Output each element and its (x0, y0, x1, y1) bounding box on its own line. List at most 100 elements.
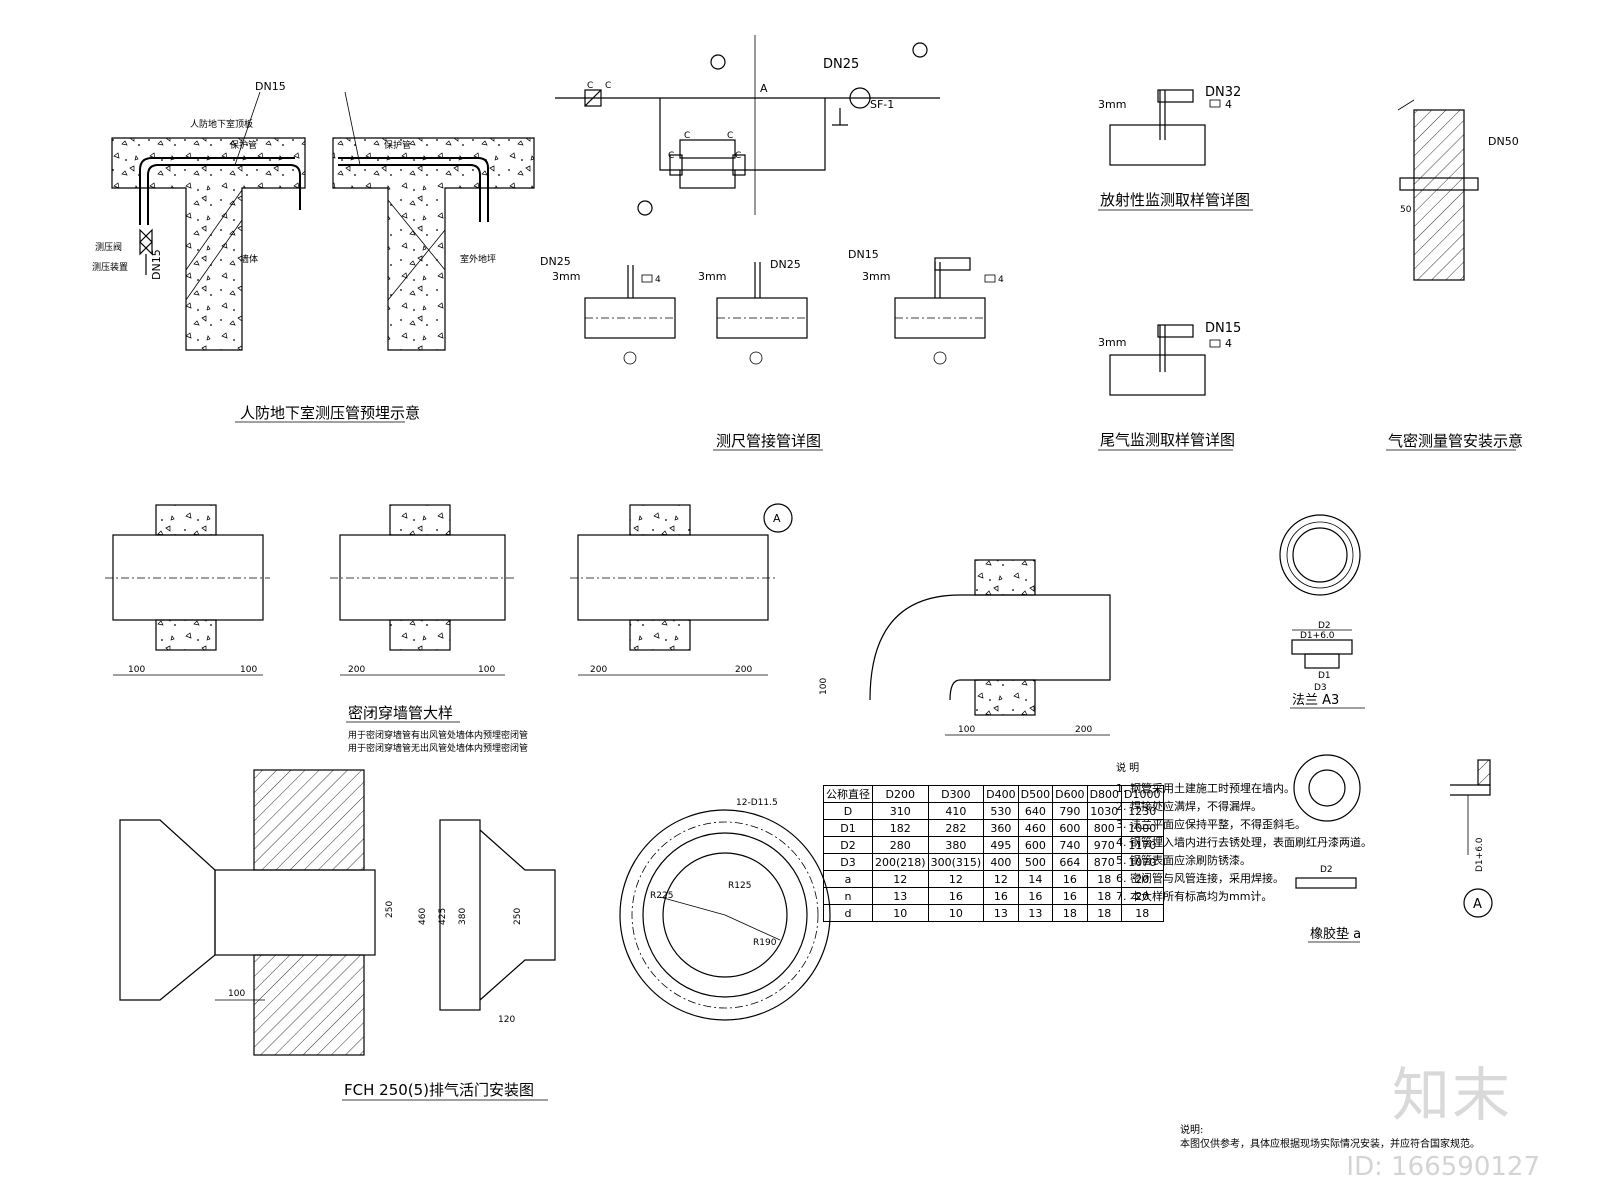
table-cell: 12 (927, 870, 985, 888)
table-cell: D2 (823, 836, 873, 854)
table-cell: 380 (927, 836, 985, 854)
table-cell: d (823, 904, 873, 922)
dim-425: 425 (438, 908, 448, 925)
note-item: 6. 密闭管与风管连接，采用焊接。 (1116, 872, 1284, 885)
table-cell: 18 (1052, 904, 1088, 922)
svg-text:C: C (587, 81, 593, 91)
flange-d2: D2 (1318, 621, 1331, 631)
table-cell: 300(315) (927, 853, 985, 871)
table-cell: 640 (1017, 802, 1054, 820)
dim-100-e: 100 (819, 678, 829, 695)
sf1-label: SF-1 (870, 98, 894, 111)
dim-50: 50 (1400, 205, 1412, 215)
dn15-vertical-label: DN15 (150, 249, 163, 280)
table-cell: 410 (927, 802, 985, 820)
table-header-cell: D400 (983, 785, 1019, 803)
title-flange: 法兰 A3 (1292, 693, 1339, 708)
table-cell: 970 (1086, 836, 1123, 854)
dim-100-f: 100 (228, 989, 245, 999)
dim-100-c: 100 (478, 665, 495, 675)
3mm-radiation: 3mm (1098, 98, 1126, 111)
notes-list: 说 明 1. 钢管采用土建施工时预埋在墙内。 2. 焊接处应满焊，不得漏焊。 3… (1116, 760, 1372, 906)
flange-dimension-table: 公称直径 D200 D300 D400 D500 D600 D800 D1000… (823, 785, 1164, 922)
table-cell: 13 (983, 904, 1019, 922)
table-cell: 600 (1052, 819, 1088, 837)
note-item: 2. 焊接处应满焊，不得漏焊。 (1116, 800, 1262, 813)
table-cell: 16 (1017, 887, 1054, 905)
qi4-detail-c: 4 (998, 275, 1004, 285)
svg-text:C: C (668, 151, 674, 161)
wall-pipe-note-2: 用于密闭穿墙管无出风管处墙体内预埋密闭管 (348, 742, 528, 754)
title-radiation-sampling: 放射性监测取样管详图 (1100, 191, 1250, 209)
table-cell: a (823, 870, 873, 888)
notes-heading: 说 明 (1116, 763, 1140, 774)
table-cell: 16 (983, 887, 1019, 905)
flange-details: D2 D1+6.0 D1 D3 法兰 A3 D2 橡胶垫 a D1+6.0 A (1279, 514, 1493, 943)
table-cell: 16 (1052, 870, 1088, 888)
table-header-cell: D200 (872, 785, 929, 803)
footer-heading: 说明: (1180, 1125, 1204, 1136)
table-cell: 10 (927, 904, 985, 922)
table-cell: 12 (872, 870, 929, 888)
table-cell: 664 (1052, 853, 1088, 871)
dn32-label: DN32 (1205, 85, 1241, 100)
table-cell: 460 (1017, 819, 1054, 837)
detail-a-d1p6: D1+6.0 (1475, 837, 1485, 872)
svg-text:C: C (605, 81, 611, 91)
table-cell: 495 (983, 836, 1019, 854)
holes-label: 12-D11.5 (736, 798, 778, 808)
table-cell: 282 (927, 819, 985, 837)
table-header-cell: 公称直径 (823, 785, 873, 803)
detail-a-marker: A (1473, 897, 1482, 912)
footer-note: 说明: 本图仅供参考，具体应根据现场实际情况安装，并应符合国家规范。 (1180, 1124, 1480, 1152)
table-header-cell: D300 (927, 785, 985, 803)
dim-250-a: 250 (385, 901, 395, 918)
title-sampling-pipe: 测尺管接管详图 (716, 432, 821, 450)
3mm-detail-b: 3mm (698, 270, 726, 283)
r190-label: R190 (753, 938, 777, 948)
dn15-exhaust: DN15 (1205, 321, 1241, 336)
table-cell: D (823, 802, 873, 820)
dn25-detail-a: DN25 (540, 255, 571, 268)
dim-380: 380 (458, 908, 468, 925)
note-item: 4. 钢管埋入墙内进行去锈处理，表面刷红丹漆两道。 (1116, 836, 1372, 849)
table-cell: D3 (823, 853, 873, 871)
table-cell: 500 (1017, 853, 1054, 871)
table-cell: 13 (872, 887, 929, 905)
flange-d1: D1 (1318, 671, 1331, 681)
table-cell: 360 (983, 819, 1019, 837)
dim-100-a: 100 (128, 665, 145, 675)
table-cell: 14 (1017, 870, 1054, 888)
table-cell: 800 (1086, 819, 1123, 837)
svg-text:保护管: 保护管 (230, 139, 257, 151)
footer-text: 本图仅供参考，具体应根据现场实际情况安装，并应符合国家规范。 (1180, 1139, 1480, 1150)
dim-200-c: 200 (735, 665, 752, 675)
table-cell: 790 (1052, 802, 1088, 820)
airtight-tube-install: DN50 50 气密测量管安装示意 (1386, 99, 1523, 451)
table-header-row: 公称直径 D200 D300 D400 D500 D600 D800 D1000 (823, 785, 1164, 803)
dim-250-b: 250 (513, 908, 523, 925)
svg-text:室外地坪: 室外地坪 (460, 253, 496, 265)
table-cell: 182 (872, 819, 929, 837)
3mm-detail-a: 3mm (552, 270, 580, 283)
table-cell: 18 (1086, 904, 1123, 922)
qi4-exhaust: 4 (1225, 337, 1232, 350)
dn25-detail-b: DN25 (770, 258, 801, 271)
table-cell: 200(218) (872, 853, 929, 871)
callout-a: A (773, 512, 781, 525)
table-cell: 16 (927, 887, 985, 905)
table-cell: 13 (1017, 904, 1054, 922)
dn25-schematic-label: DN25 (823, 57, 859, 72)
r125-label: R125 (728, 881, 751, 891)
flange-d3: D3 (1314, 683, 1327, 693)
table-cell: 1070 (1121, 853, 1164, 871)
table-cell: 740 (1052, 836, 1088, 854)
table-cell: 600 (1017, 836, 1054, 854)
gasket-d2: D2 (1320, 865, 1333, 875)
pressure-tube-embed-diagram: DN15 DN15 人防地下室顶板 保护管 墙体 保护管 室外地坪 测压阀 测压… (92, 80, 535, 423)
title-wall-pipe: 密闭穿墙管大样 (348, 704, 453, 722)
